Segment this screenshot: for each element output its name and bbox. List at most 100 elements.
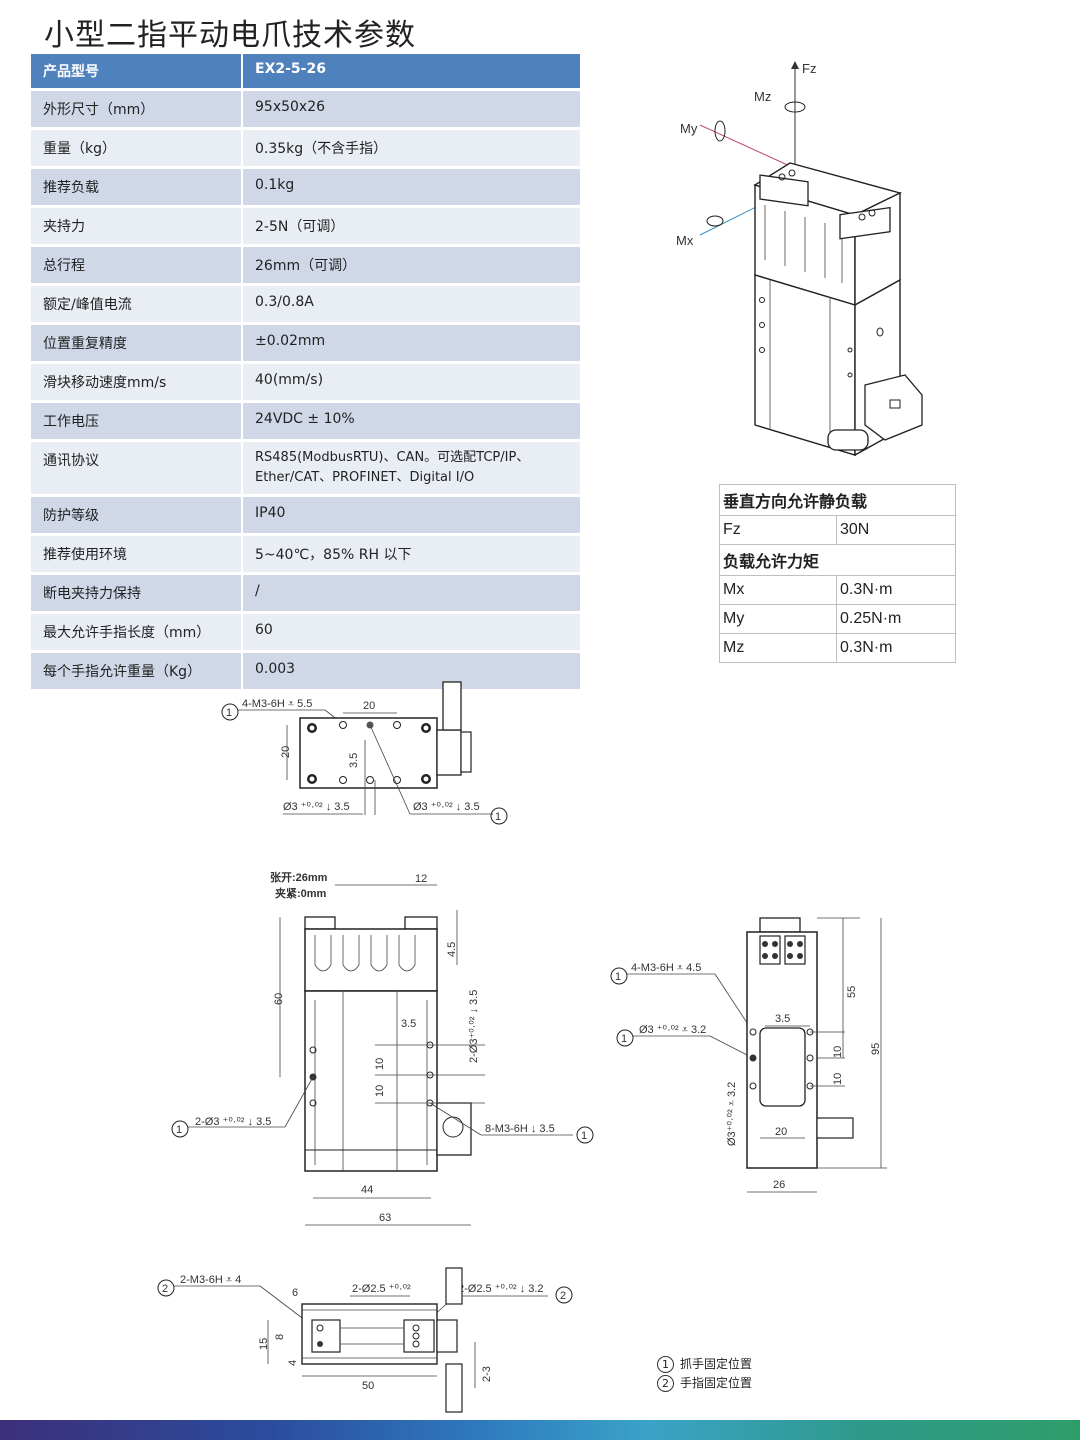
spec-key: 位置重复精度 (31, 325, 243, 361)
dim-50: 50 (362, 1380, 374, 1392)
table-row: 负载允许力矩 (719, 544, 956, 576)
dim-6: 6 (292, 1287, 298, 1299)
callout-thread: 4-M3-6H ⩡ 5.5 (242, 698, 312, 710)
spec-value: 0.35kg（不含手指） (243, 130, 580, 166)
spec-key: 通讯协议 (31, 442, 243, 494)
moment-header: 负载允许力矩 (719, 544, 956, 576)
open-note: 张开:26mm (270, 870, 328, 884)
spec-value: 60 (243, 614, 580, 650)
front-view-drawing: 张开:26mm 夹紧:0mm 12 60 4.5 3.5 2-Ø3⁺⁰·⁰² ↓… (171, 870, 594, 1226)
dim-63: 63 (379, 1212, 391, 1224)
legend-item: 1 抓手固定位置 (657, 1355, 752, 1374)
page-title: 小型二指平动电爪技术参数 (44, 18, 416, 53)
mz-label: Mz (754, 89, 771, 104)
my-cell: My (719, 604, 837, 634)
spec-key: 推荐负载 (31, 169, 243, 205)
legend-number: 2 (657, 1375, 674, 1392)
my-label: My (680, 121, 698, 136)
spec-value: IP40 (243, 497, 580, 533)
callout-number: 1 (621, 1033, 627, 1045)
spec-key: 总行程 (31, 247, 243, 283)
side-vertical-note: Ø3⁺⁰·⁰² ⩡ 3.2 (726, 1082, 738, 1146)
mz-value: 0.3N·m (836, 633, 956, 663)
table-row: 重量（kg） 0.35kg（不含手指） (31, 130, 580, 166)
legend-label: 抓手固定位置 (680, 1357, 753, 1371)
dim-26: 26 (773, 1179, 785, 1191)
spec-key: 最大允许手指长度（mm） (31, 614, 243, 650)
callout-number: 1 (581, 1130, 587, 1142)
table-row: 每个手指允许重量（Kg） 0.003 (31, 653, 580, 689)
spec-key: 额定/峰值电流 (31, 286, 243, 322)
spec-value-line: RS485(ModbusRTU)、CAN。可选配TCP/IP、 (255, 450, 530, 465)
mz-cell: Mz (719, 633, 837, 663)
spec-table: 产品型号 EX2-5-26 外形尺寸（mm） 95x50x26 重量（kg） 0… (31, 51, 580, 692)
table-row: 额定/峰值电流 0.3/0.8A (31, 286, 580, 322)
spec-key: 每个手指允许重量（Kg） (31, 653, 243, 689)
callout-number: 1 (176, 1124, 182, 1136)
mx-value: 0.3N·m (836, 575, 956, 605)
spec-value: 26mm（可调） (243, 247, 580, 283)
dim-95: 95 (870, 1043, 882, 1055)
spec-value-line: Ether/CAT、PROFINET、Digital I/O (255, 470, 475, 485)
dim-55: 55 (846, 986, 858, 998)
dim-10b: 10 (374, 1085, 386, 1097)
spec-key: 外形尺寸（mm） (31, 91, 243, 127)
callout-right: 2-Ø2.5 ⁺⁰·⁰² ↓ 3.2 (458, 1283, 544, 1295)
spec-value: RS485(ModbusRTU)、CAN。可选配TCP/IP、 Ether/CA… (243, 442, 580, 494)
table-row: 通讯协议 RS485(ModbusRTU)、CAN。可选配TCP/IP、 Eth… (31, 442, 580, 494)
fz-value: 30N (836, 515, 956, 545)
callout-number: 1 (615, 971, 621, 983)
dim-8: 8 (274, 1334, 286, 1340)
callout-thread: 2-M3-6H ⩡ 4 (180, 1274, 241, 1286)
dim-3-5: 3.5 (401, 1018, 416, 1030)
dim-3-5: 3.5 (348, 753, 360, 768)
spec-key: 断电夹持力保持 (31, 575, 243, 611)
vertical-load-header: 垂直方向允许静负载 (719, 484, 956, 516)
spec-key: 工作电压 (31, 403, 243, 439)
table-row: 防护等级 IP40 (31, 497, 580, 533)
dim-20: 20 (775, 1126, 787, 1138)
spec-key: 滑块移动速度mm/s (31, 364, 243, 400)
hole-right-note: Ø3 ⁺⁰·⁰² ↓ 3.5 (413, 801, 480, 813)
legend-number: 1 (657, 1356, 674, 1373)
spec-value: / (243, 575, 580, 611)
dim-4: 4 (287, 1360, 299, 1366)
dim-10a: 10 (832, 1046, 844, 1058)
dim-15: 15 (258, 1338, 270, 1350)
callout-number: 2 (560, 1290, 566, 1302)
callout-thread: 4-M3-6H ⩡ 4.5 (631, 962, 701, 974)
table-row: 垂直方向允许静负载 (719, 484, 956, 516)
spec-value: 95x50x26 (243, 91, 580, 127)
fz-label: Fz (802, 61, 816, 76)
spec-value: 0.3/0.8A (243, 286, 580, 322)
callout-number: 1 (226, 707, 232, 719)
dim-20a: 20 (363, 700, 375, 712)
table-row: 推荐使用环境 5~40℃，85% RH 以下 (31, 536, 580, 572)
table-row: 最大允许手指长度（mm） 60 (31, 614, 580, 650)
spec-value: 40(mm/s) (243, 364, 580, 400)
table-row: 位置重复精度 ±0.02mm (31, 325, 580, 361)
spec-value: 0.003 (243, 653, 580, 689)
footer-gradient-bar (0, 1420, 1080, 1440)
dim-4-5: 4.5 (446, 942, 458, 957)
spec-key: 重量（kg） (31, 130, 243, 166)
dim-2-3: 2-3 (481, 1366, 493, 1382)
dim-60: 60 (273, 993, 285, 1005)
callout-right: 8-M3-6H ↓ 3.5 (485, 1123, 555, 1135)
dim-44: 44 (361, 1184, 373, 1196)
dim-10b: 10 (832, 1073, 844, 1085)
callout-number: 1 (495, 811, 501, 823)
table-row: 推荐负载 0.1kg (31, 169, 580, 205)
table-row: 总行程 26mm（可调） (31, 247, 580, 283)
callout-hole: Ø3 ⁺⁰·⁰² ⩡ 3.2 (639, 1024, 706, 1036)
mx-label: Mx (676, 233, 694, 248)
spec-value: 24VDC ± 10% (243, 403, 580, 439)
top-view-drawing: 1 4-M3-6H ⩡ 5.5 20 20 3.5 Ø3 ⁺⁰·⁰² ↓ 3.5… (221, 681, 508, 825)
side-view-drawing: 1 4-M3-6H ⩡ 4.5 1 Ø3 ⁺⁰·⁰² ⩡ 3.2 3.5 55 … (610, 917, 887, 1193)
spec-key: 防护等级 (31, 497, 243, 533)
